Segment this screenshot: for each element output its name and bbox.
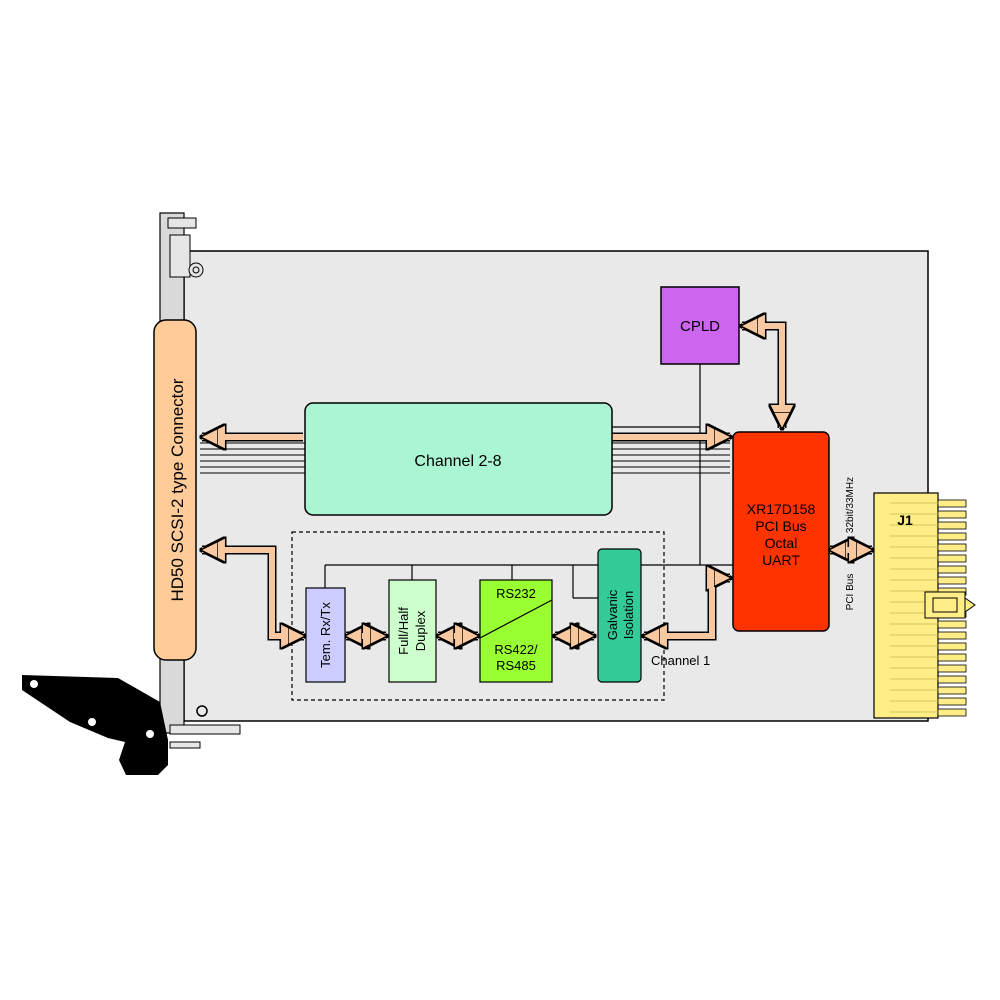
- uart-label-line2: PCI Bus: [755, 518, 806, 534]
- j1-pin: [937, 642, 967, 651]
- j1-pin: [937, 653, 967, 662]
- j1-pin: [937, 576, 967, 585]
- j1-pin: [937, 532, 967, 541]
- duplex-block: [388, 579, 437, 683]
- rs-divider: [479, 599, 553, 639]
- cpld-label: CPLD: [680, 318, 720, 335]
- j1-connector: [873, 492, 976, 719]
- j1-pin: [937, 521, 967, 530]
- j1-pin: [937, 664, 967, 673]
- j1-pin: [937, 620, 967, 629]
- uart-block: [732, 431, 830, 632]
- uart-label-line3: Octal: [765, 535, 798, 551]
- j1-label: J1: [897, 512, 913, 528]
- connector-label: HD50 SCSI-2 type Connector: [168, 378, 187, 601]
- j1-pin: [937, 697, 967, 706]
- term-label: Tem. Rx/Tx: [318, 602, 333, 668]
- rs422-label-line2: RS485: [496, 658, 536, 673]
- j1-pin: [937, 708, 967, 717]
- uart-label-line1: XR17D158: [747, 501, 816, 517]
- galvanic-block: [597, 548, 642, 683]
- pci-bus-label: PCI Bus: [845, 574, 856, 611]
- duplex-label-line1: Full/Half: [396, 607, 411, 655]
- duplex-label-line2: Duplex: [413, 610, 428, 651]
- j1-pin: [937, 499, 967, 508]
- j1-pin: [937, 510, 967, 519]
- j1-pin: [937, 675, 967, 684]
- term-block: [305, 587, 346, 683]
- j1-pin: [937, 554, 967, 563]
- rs232-label: RS232: [496, 586, 536, 601]
- galvanic-label-line2: Isolation: [621, 591, 636, 639]
- signal-arrows: [202, 326, 872, 636]
- galvanic-label-line1: Galvanic: [605, 589, 620, 640]
- uart-label-line4: UART: [762, 552, 800, 568]
- j1-pin: [937, 543, 967, 552]
- j1-pin: [937, 631, 967, 640]
- hd50-connector: [153, 319, 197, 661]
- j1-pin: [937, 686, 967, 695]
- cpld-block: [660, 286, 740, 365]
- j1-pin: [937, 565, 967, 574]
- rs422-label-line1: RS422/: [494, 642, 538, 657]
- channel-2-8-block: [304, 402, 613, 516]
- mounting-hole: [196, 705, 208, 717]
- channel1-label: Channel 1: [651, 653, 710, 668]
- channel-2-8-label: Channel 2-8: [414, 453, 501, 470]
- ejector-handle: [22, 675, 168, 775]
- pci-speed-label: 32bit/33MHz: [845, 477, 856, 533]
